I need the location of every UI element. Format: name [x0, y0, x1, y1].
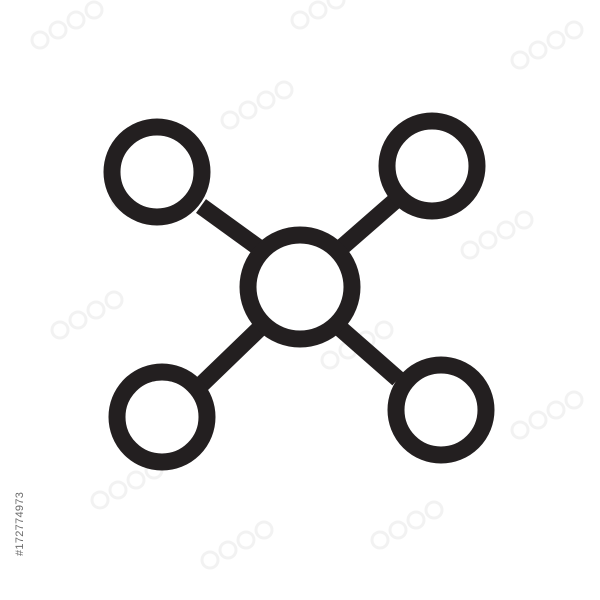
- connector-line-bottom-right: [335, 322, 404, 386]
- satellite-node-bottom-left: [108, 363, 216, 471]
- connector-line-top-right: [335, 193, 402, 255]
- satellite-node-bottom-right: [387, 356, 495, 464]
- central-hub-node: [239, 226, 361, 348]
- satellite-node-top-right: [378, 112, 486, 220]
- stock-image-id: #172774973: [14, 491, 26, 556]
- connector-line-top-left: [196, 199, 264, 255]
- satellite-node-top-left: [103, 118, 211, 226]
- connector-line-bottom-left: [196, 322, 265, 391]
